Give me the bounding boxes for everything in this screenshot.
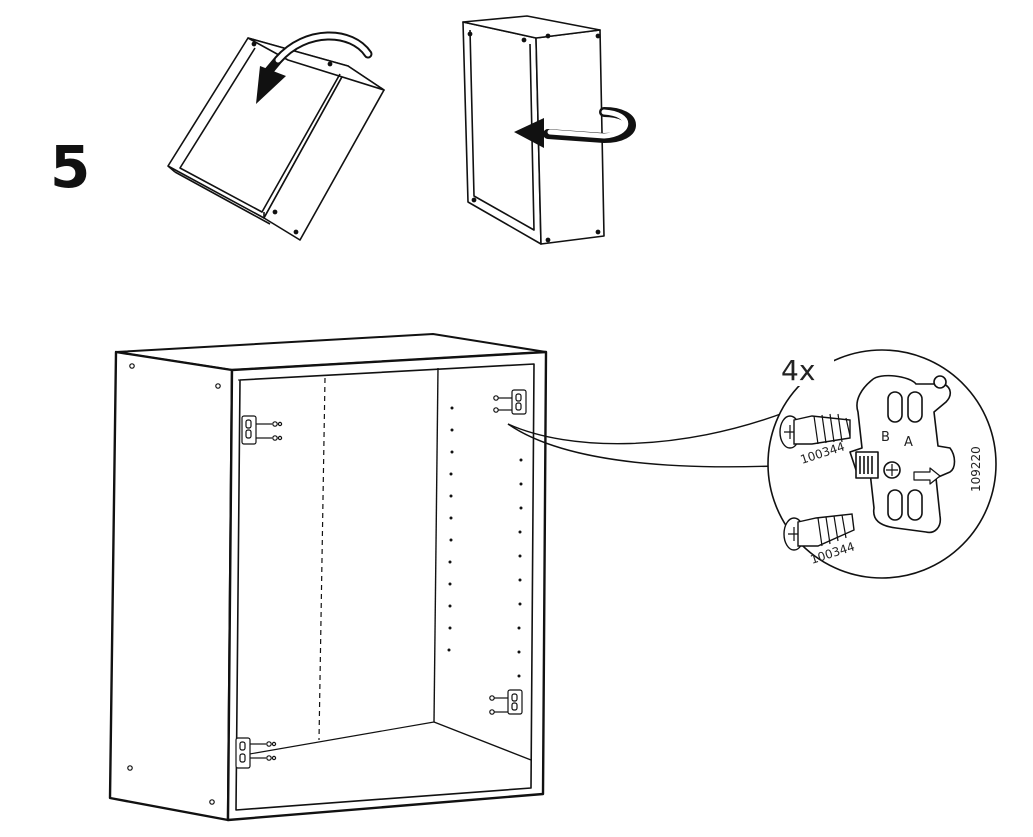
slot-label-a: A — [904, 435, 913, 450]
slot-label-b: B — [881, 430, 890, 445]
mounting-plate-top-left — [241, 415, 283, 445]
turn-arrow-icon — [514, 107, 636, 148]
tilted-cabinet-sketch — [167, 37, 385, 241]
mounting-plate-bottom-left — [235, 737, 277, 769]
screw-icon-top — [779, 413, 851, 449]
main-cabinet — [108, 333, 548, 822]
mounting-plate-top-right — [493, 389, 527, 415]
mounting-plate-bottom-right — [489, 689, 523, 715]
hinge-plate-code: 109220 — [969, 446, 983, 492]
quantity-label: 4x — [781, 354, 815, 387]
step-number: 5 — [50, 133, 91, 201]
screw-icon-bottom — [783, 513, 855, 551]
detail-leader — [507, 411, 787, 468]
hinge-plate — [849, 374, 956, 534]
rotate-arrow-icon — [256, 31, 373, 104]
